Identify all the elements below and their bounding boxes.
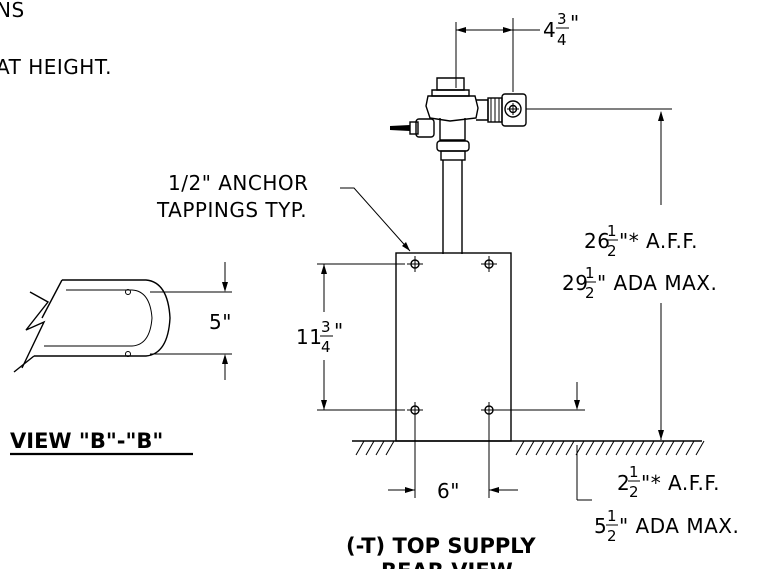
height-ada-whole: 29	[562, 271, 588, 295]
base-height-whole: 11	[296, 325, 322, 349]
anchor-hole	[481, 402, 497, 418]
valve-offset-num: 3	[557, 10, 567, 28]
anchor-label-line1: 1/2" ANCHOR	[168, 171, 309, 195]
height-aff-den: 2	[607, 242, 617, 260]
floor-hatch-line	[675, 440, 685, 456]
floor-hatch-line	[515, 440, 525, 456]
base-height-unit: "	[334, 319, 344, 343]
height-aff-whole: 26	[584, 229, 610, 253]
floor-hatch-line	[665, 440, 675, 456]
view-title: (-T) TOP SUPPLY	[346, 534, 536, 558]
floor-aff-whole: 2	[617, 471, 630, 495]
floor-hatch-line	[645, 440, 655, 456]
note-line-1: NS	[0, 0, 25, 22]
flush-valve	[390, 77, 540, 254]
height-ada-suffix: " ADA MAX.	[597, 271, 717, 295]
view-subtitle: REAR VIEW	[381, 559, 513, 569]
floor-aff-den: 2	[629, 483, 639, 501]
floor-line	[352, 440, 705, 456]
floor-hatch-line	[635, 440, 645, 456]
floor-hatch-line	[615, 440, 625, 456]
floor-ada-suffix: " ADA MAX.	[619, 514, 739, 538]
floor-hatch-line	[655, 440, 665, 456]
floor-hatch-line	[365, 440, 375, 456]
view-b-detail: 5"	[13, 262, 232, 380]
anchor-hole	[481, 256, 497, 272]
floor-ada-num: 1	[607, 507, 617, 525]
anchor-label-line2: TAPPINGS TYP.	[156, 198, 307, 222]
height-aff-suffix: "* A.F.F.	[619, 229, 698, 253]
floor-aff-num: 1	[629, 463, 639, 481]
anchor-hole	[407, 256, 423, 272]
view-b-title: VIEW "B"-"B"	[10, 429, 163, 453]
base-height-num: 3	[321, 318, 331, 336]
base-width-dimension: 6"	[388, 416, 518, 503]
valve-offset-whole: 4	[543, 18, 556, 42]
view-b-width-label: 5"	[209, 310, 232, 334]
floor-hatch-line	[625, 440, 635, 456]
floor-hatch-line	[535, 440, 545, 456]
base-block	[395, 252, 512, 442]
floor-ada-whole: 5	[594, 514, 607, 538]
valve-offset-unit: "	[570, 11, 580, 35]
floor-hatch-line	[555, 440, 565, 456]
floor-hatch-line	[545, 440, 555, 456]
note-line-2: AT HEIGHT.	[0, 55, 112, 79]
base-height-den: 4	[321, 338, 331, 356]
floor-hatch-line	[565, 440, 575, 456]
flush-height-dimension: 26 1 2 "* A.F.F. 29 1 2 " ADA MAX.	[528, 108, 717, 440]
valve-offset-den: 4	[557, 31, 567, 49]
floor-aff-suffix: "* A.F.F.	[641, 471, 720, 495]
base-width-label: 6"	[437, 479, 460, 503]
floor-hatch-line	[595, 440, 605, 456]
floor-hatch-line	[695, 440, 705, 456]
floor-hatch-line	[585, 440, 595, 456]
base-height-dimension: 11 3 4 "	[296, 263, 405, 411]
floor-clearance-dimension: 2 1 2 "* A.F.F. 5 1 2 " ADA MAX.	[576, 445, 739, 545]
height-aff-num: 1	[607, 222, 617, 240]
floor-hatch-line	[525, 440, 535, 456]
floor-hatch-line	[385, 440, 395, 456]
height-ada-den: 2	[585, 284, 595, 302]
floor-hatch-line	[375, 440, 385, 456]
floor-hatch-line	[605, 440, 615, 456]
anchor-hole	[407, 402, 423, 418]
height-ada-num: 1	[585, 264, 595, 282]
floor-hatch-line	[685, 440, 695, 456]
floor-ada-den: 2	[607, 527, 617, 545]
valve-offset-dimension: 4 3 4 "	[455, 10, 580, 92]
anchor-leader	[340, 187, 411, 252]
floor-hatch-line	[355, 440, 365, 456]
